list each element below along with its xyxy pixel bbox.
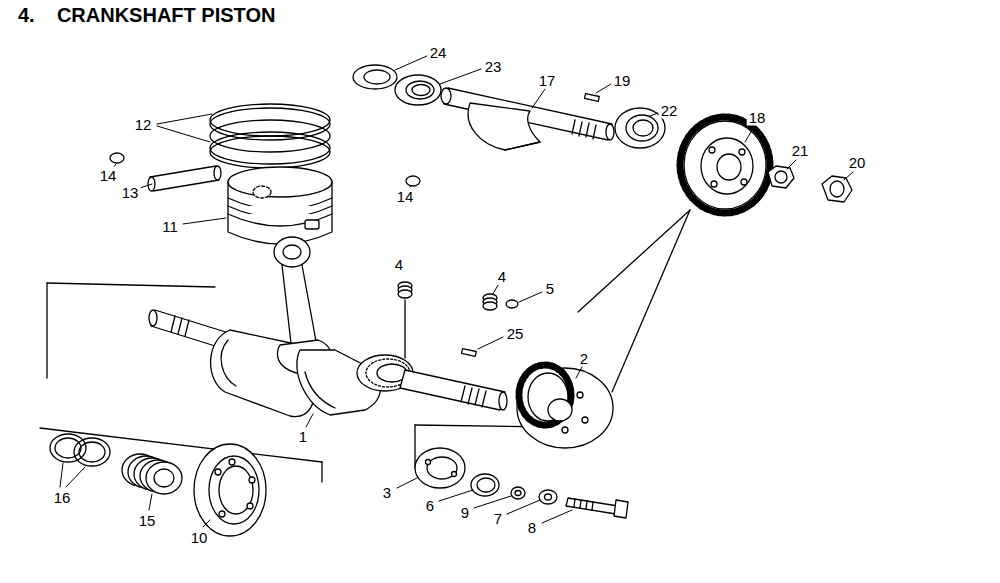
small-pin bbox=[506, 300, 518, 308]
main-bearing bbox=[194, 444, 266, 536]
callout-number: 20 bbox=[847, 154, 868, 171]
spring bbox=[398, 282, 412, 358]
callout-number: 5 bbox=[544, 280, 556, 297]
callout-number: 7 bbox=[492, 510, 504, 527]
callout-number: 12 bbox=[133, 116, 154, 133]
balancer-shaft bbox=[441, 88, 614, 150]
spacer bbox=[122, 454, 182, 494]
piston-pin bbox=[148, 166, 221, 191]
circlip bbox=[406, 176, 420, 186]
callout-number: 13 bbox=[120, 184, 141, 201]
driven-gear bbox=[680, 117, 770, 213]
callout-number: 2 bbox=[578, 350, 590, 367]
woodruff-key bbox=[462, 349, 477, 357]
page-title: 4. CRANKSHAFT PISTON bbox=[18, 4, 275, 27]
callout-number: 18 bbox=[747, 109, 768, 126]
washer bbox=[511, 487, 525, 499]
callout-number: 21 bbox=[790, 142, 811, 159]
callout-number: 8 bbox=[526, 519, 538, 536]
crankshaft bbox=[149, 237, 507, 417]
bearing bbox=[395, 75, 441, 105]
callout-number: 23 bbox=[483, 58, 504, 75]
callout-number: 14 bbox=[98, 167, 119, 184]
callout-number: 19 bbox=[612, 72, 633, 89]
thrust-rings bbox=[50, 434, 110, 466]
callout-number: 6 bbox=[424, 497, 436, 514]
washer bbox=[539, 490, 557, 504]
circlip bbox=[110, 153, 124, 163]
piston-rings bbox=[210, 104, 330, 168]
bracket-lines bbox=[40, 210, 690, 482]
nut bbox=[822, 176, 852, 202]
callout-number: 4 bbox=[393, 256, 405, 273]
woodruff-key bbox=[585, 94, 600, 102]
leader-lines bbox=[60, 56, 853, 527]
callout-number: 15 bbox=[137, 512, 158, 529]
callout-number: 4 bbox=[496, 268, 508, 285]
callout-number: 3 bbox=[381, 484, 393, 501]
piston bbox=[228, 167, 332, 244]
callout-number: 10 bbox=[189, 529, 210, 546]
bearing bbox=[615, 108, 665, 148]
callout-number: 14 bbox=[395, 188, 416, 205]
drive-gear bbox=[517, 365, 613, 448]
plate bbox=[415, 448, 465, 488]
callout-number: 16 bbox=[52, 489, 73, 506]
oil-seal bbox=[353, 65, 397, 89]
callout-number: 24 bbox=[428, 44, 449, 61]
callout-number: 22 bbox=[659, 102, 680, 119]
spring bbox=[483, 294, 497, 310]
callout-number: 9 bbox=[459, 504, 471, 521]
callout-number: 17 bbox=[537, 72, 558, 89]
callout-number: 1 bbox=[297, 428, 309, 445]
callout-number: 11 bbox=[160, 218, 180, 235]
lock-washer bbox=[768, 166, 794, 188]
ring bbox=[471, 474, 499, 496]
bolt bbox=[566, 498, 628, 518]
callout-number: 25 bbox=[505, 325, 526, 342]
